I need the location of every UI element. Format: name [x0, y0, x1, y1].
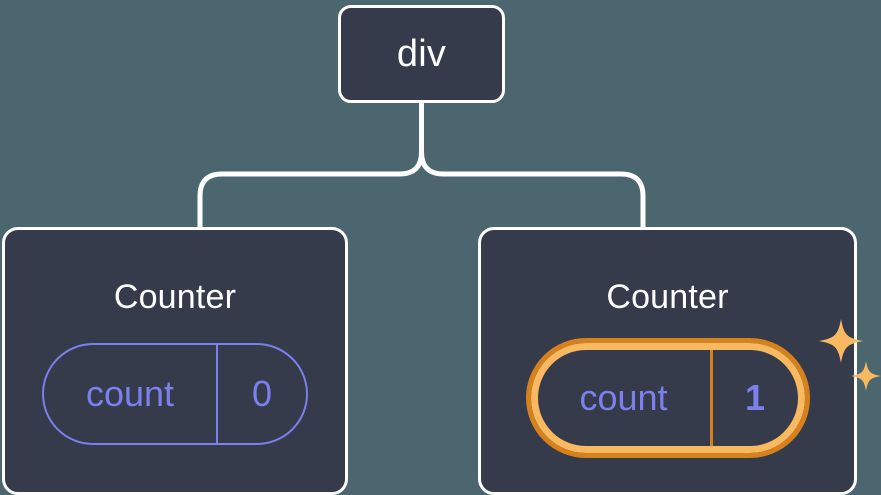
node-root-div[interactable]: div [338, 5, 505, 103]
state-pill-right[interactable]: count 1 [525, 338, 810, 458]
state-key-left: count [85, 373, 175, 414]
node-counter-left-label: Counter [113, 278, 237, 316]
state-key-right: count [579, 377, 668, 418]
node-counter-right-label: Counter [606, 278, 729, 316]
state-pill-wrapper-right: count 1 [525, 319, 881, 458]
sparkle-icon [818, 319, 881, 391]
state-value-right: 1 [709, 350, 798, 446]
state-value-left: 0 [216, 345, 306, 443]
node-counter-left[interactable]: Counter count 0 [2, 227, 348, 495]
state-pill-wrapper-left: count 0 [42, 343, 308, 445]
node-root-label: div [396, 33, 447, 75]
state-pill-left[interactable]: count 0 [42, 343, 308, 445]
node-counter-right[interactable]: Counter count 1 [478, 227, 881, 495]
